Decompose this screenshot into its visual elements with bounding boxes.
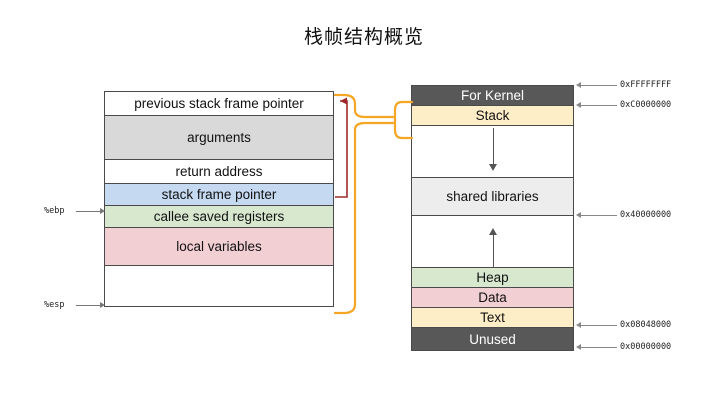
memory-band-label: Stack (475, 108, 510, 123)
stack-band-bracket (393, 100, 414, 140)
address-label-2: 0x40000000 (620, 210, 672, 220)
frame-row-label: arguments (187, 130, 251, 145)
address-line-0 (581, 85, 617, 86)
memory-band-heap-gap (412, 216, 573, 268)
saved-frame-pointer-arrowhead (340, 97, 347, 105)
frame-row-label: return address (175, 164, 263, 179)
memory-band-heap: Heap (412, 268, 573, 288)
address-arrow-0 (576, 82, 581, 88)
address-label-1: 0xC0000000 (620, 100, 672, 110)
memory-band-label: Unused (469, 331, 516, 347)
memory-band-shared-libraries: shared libraries (412, 178, 573, 216)
frame-row-free-space (105, 266, 333, 306)
register-label-esp: %esp (44, 300, 65, 310)
address-label-4: 0x00000000 (620, 342, 672, 352)
frame-row-label: stack frame pointer (161, 187, 277, 202)
memory-band-label: shared libraries (446, 189, 539, 204)
memory-band-unused: Unused (412, 328, 573, 350)
memory-band-label: Heap (476, 270, 509, 285)
frame-row-callee-saved-registers: callee saved registers (105, 206, 333, 228)
stack-grows-down-arrow (489, 164, 497, 171)
stack-frame-table: previous stack frame pointer arguments r… (104, 91, 334, 307)
address-line-3 (581, 325, 617, 326)
memory-band-label: Data (478, 290, 507, 305)
address-arrow-3 (576, 322, 581, 328)
memory-band-label: For Kernel (460, 88, 525, 103)
frame-row-label: previous stack frame pointer (134, 96, 304, 111)
frame-to-stack-connector-top (333, 93, 397, 119)
address-label-0: 0xFFFFFFFF (620, 80, 672, 90)
address-arrow-1 (576, 102, 581, 108)
stack-grows-down-stem (492, 128, 494, 166)
register-pointer-arrow-esp (100, 302, 105, 308)
memory-band-label: Text (480, 310, 505, 325)
memory-map: For Kernel Stack shared libraries Heap D… (411, 85, 574, 351)
frame-row-return-address: return address (105, 160, 333, 184)
frame-row-label: callee saved registers (153, 209, 285, 224)
frame-to-stack-connector-bottom (333, 121, 397, 315)
address-line-4 (581, 347, 617, 348)
register-pointer-line-ebp (76, 211, 100, 212)
frame-row-label: local variables (176, 239, 262, 254)
address-arrow-2 (576, 212, 581, 218)
frame-row-arguments: arguments (105, 116, 333, 160)
memory-band-stack-gap (412, 126, 573, 178)
frame-row-stack-frame-pointer: stack frame pointer (105, 184, 333, 206)
saved-frame-pointer-link (335, 100, 348, 198)
heap-grows-up-stem (492, 234, 494, 268)
register-pointer-arrow-ebp (100, 208, 105, 214)
memory-band-for-kernel: For Kernel (412, 86, 573, 106)
address-line-1 (581, 105, 617, 106)
register-pointer-line-esp (76, 305, 100, 306)
page-title: 栈帧结构概览 (303, 27, 424, 48)
heap-grows-up-arrow (489, 228, 497, 235)
memory-band-stack: Stack (412, 106, 573, 126)
memory-band-data: Data (412, 288, 573, 308)
register-label-ebp: %ebp (44, 206, 65, 216)
address-arrow-4 (576, 344, 581, 350)
address-label-3: 0x08048000 (620, 320, 672, 330)
frame-row-local-variables: local variables (105, 228, 333, 266)
memory-band-text: Text (412, 308, 573, 328)
address-line-2 (581, 215, 617, 216)
frame-row-previous-stack-frame-pointer: previous stack frame pointer (105, 92, 333, 116)
